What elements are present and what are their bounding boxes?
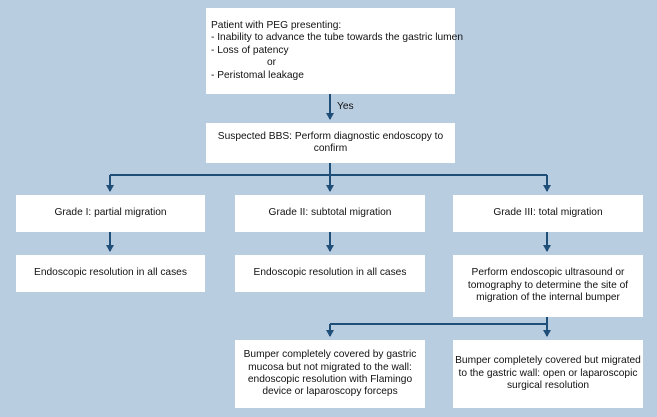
node-res1: Endoscopic resolution in all cases (16, 255, 205, 292)
node-suspected: Suspected BBS: Perform diagnostic endosc… (206, 123, 455, 163)
node-start-line: Patient with PEG presenting: (211, 19, 342, 31)
node-covered-migrated: Bumper completely covered but migrated t… (453, 340, 643, 408)
node-eus-line: Perform endoscopic ultrasound or (471, 267, 625, 279)
node-start-line: or (267, 57, 277, 69)
node-eus: Perform endoscopic ultrasound or tomogra… (453, 255, 643, 317)
node-grade2: Grade II: subtotal migration (235, 195, 425, 232)
node-covered-not-migrated-line: mucosa but not migrated to the wall: (248, 361, 412, 373)
node-grade1-line: Grade I: partial migration (54, 207, 167, 219)
node-covered-migrated-line: surgical resolution (506, 380, 590, 392)
node-covered-not-migrated-line: Bumper completely covered by gastric (243, 349, 417, 361)
node-grade2-line: Grade II: subtotal migration (268, 207, 392, 219)
node-res2-line: Endoscopic resolution in all cases (253, 267, 407, 279)
node-eus-line: migration of the internal bumper (476, 292, 620, 304)
node-grade3: Grade III: total migration (453, 195, 643, 232)
node-suspected-line: Suspected BBS: Perform diagnostic endosc… (217, 130, 444, 142)
node-start-line: - Peristomal leakage (211, 69, 304, 81)
node-start: Patient with PEG presenting: - Inability… (206, 8, 463, 94)
node-res2: Endoscopic resolution in all cases (235, 255, 425, 292)
node-suspected-line: confirm (313, 143, 348, 154)
node-grade3-line: Grade III: total migration (493, 207, 603, 219)
node-start-line: - Inability to advance the tube towards … (211, 32, 463, 44)
node-eus-line: tomography to determine the site of (467, 279, 629, 291)
node-covered-migrated-line: Bumper completely covered but migrated (455, 355, 641, 367)
node-covered-not-migrated-line: device or laparoscopy forceps (262, 386, 398, 398)
node-start-line: - Loss of patency (211, 44, 289, 56)
node-covered-not-migrated: Bumper completely covered by gastric muc… (235, 340, 425, 408)
node-res1-line: Endoscopic resolution in all cases (34, 267, 187, 279)
edge-label-yes: Yes (337, 101, 354, 112)
node-grade1: Grade I: partial migration (16, 195, 205, 232)
node-covered-not-migrated-line: endoscopic resolution with Flamingo (247, 374, 413, 385)
node-covered-migrated-line: to the gastric wall: open or laparoscopi… (458, 367, 638, 379)
